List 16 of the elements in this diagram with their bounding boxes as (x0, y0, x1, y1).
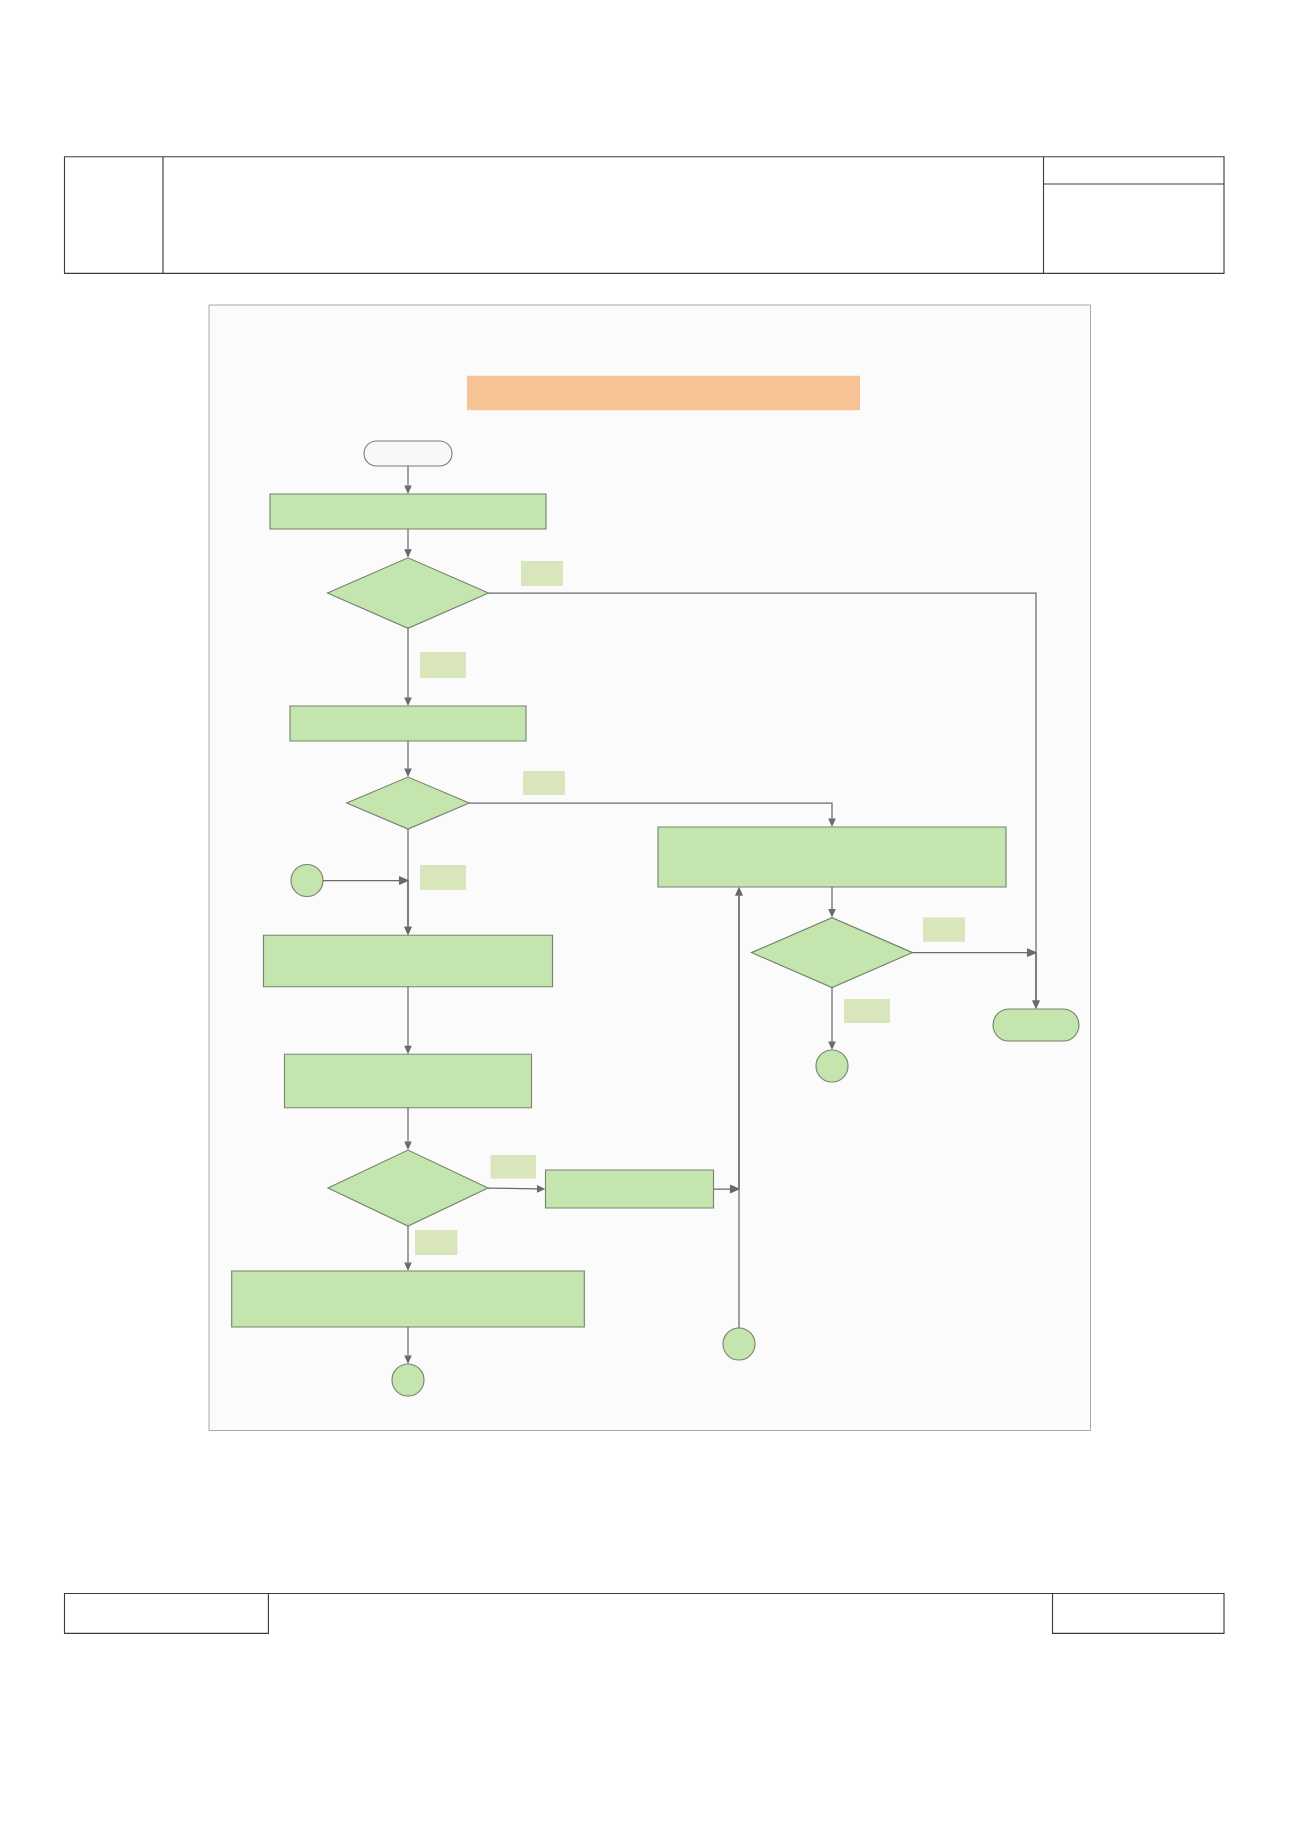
terminator (992, 1008, 1080, 1042)
decision-diamond (326, 557, 490, 629)
terminator (363, 440, 453, 467)
process-box (283, 1053, 533, 1109)
process-box (231, 1270, 585, 1328)
process-box (657, 826, 1007, 888)
title-banner (467, 375, 860, 411)
process-box (289, 705, 527, 742)
connector-circle (815, 1049, 849, 1083)
decision-diamond (750, 917, 914, 989)
connector-circle (391, 1363, 425, 1397)
process-box (269, 493, 547, 530)
process-box (544, 1169, 715, 1209)
connector-circle (722, 1327, 756, 1361)
process-box (262, 934, 554, 988)
connector-circle (290, 863, 324, 898)
